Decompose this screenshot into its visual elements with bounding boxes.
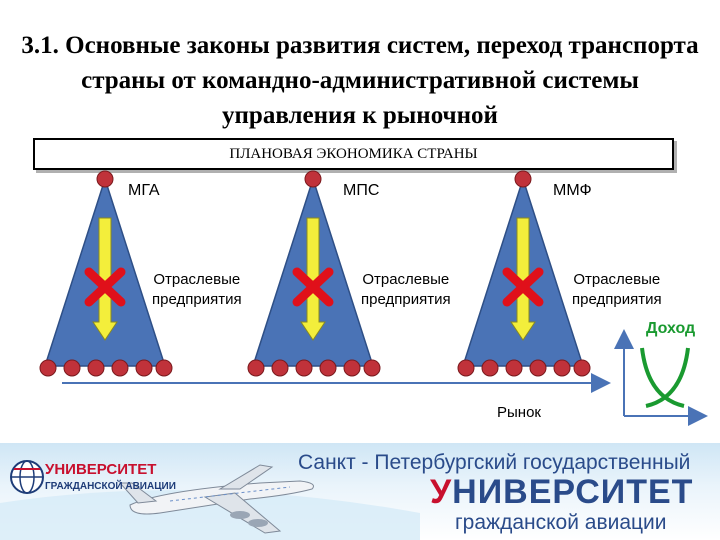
logo-text-aviation: ГРАЖДАНСКОЙ АВИАЦИИ bbox=[45, 481, 176, 492]
banner-aviation-line: гражданской авиации bbox=[455, 511, 667, 535]
banner-university-first-letter: У bbox=[430, 473, 452, 511]
income-graph-axes bbox=[624, 333, 704, 416]
enterprises-line-2: предприятия bbox=[152, 290, 242, 310]
market-label: Рынок bbox=[497, 404, 541, 421]
logo-text-university: УНИВЕРСИТЕТ bbox=[45, 461, 156, 478]
enterprises-label-3: Отраслевые предприятия bbox=[572, 270, 662, 310]
ministry-label-mps: МПС bbox=[343, 182, 379, 200]
university-banner: УНИВЕРСИТЕТ ГРАЖДАНСКОЙ АВИАЦИИ Санкт - … bbox=[0, 443, 720, 540]
enterprises-label-2: Отраслевые предприятия bbox=[361, 270, 451, 310]
enterprises-line-2: предприятия bbox=[361, 290, 451, 310]
banner-university-rest: НИВЕРСИТЕТ bbox=[452, 473, 693, 511]
income-label: Доход bbox=[646, 320, 695, 338]
enterprises-line-2: предприятия bbox=[572, 290, 662, 310]
enterprises-line-1: Отраслевые bbox=[361, 270, 451, 290]
ministry-label-mga: МГА bbox=[128, 182, 160, 200]
university-logo-icon bbox=[11, 461, 43, 493]
enterprises-label-1: Отраслевые предприятия bbox=[152, 270, 242, 310]
banner-city-line: Санкт - Петербургский государственный bbox=[298, 451, 690, 475]
ministry-label-mmf: ММФ bbox=[553, 182, 592, 200]
banner-university-word: УНИВЕРСИТЕТ bbox=[430, 473, 693, 512]
enterprises-line-1: Отраслевые bbox=[152, 270, 242, 290]
income-curves bbox=[642, 348, 688, 406]
enterprises-line-1: Отраслевые bbox=[572, 270, 662, 290]
